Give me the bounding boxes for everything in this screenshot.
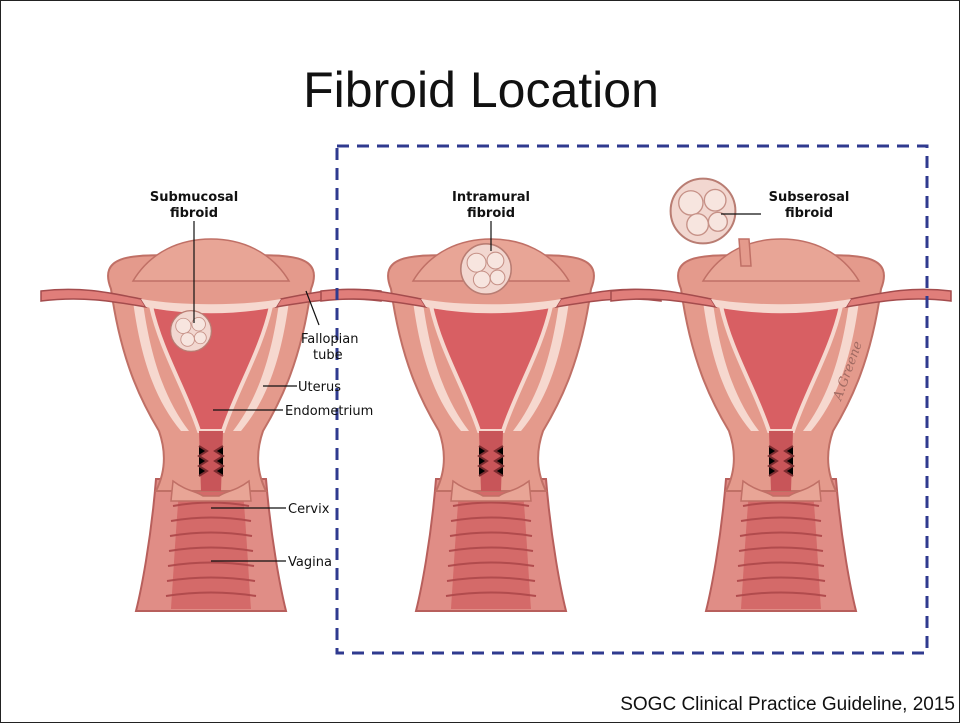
fallopian-label-1: Fallopian (301, 332, 359, 347)
subserosal-label-2: fibroid (785, 206, 833, 221)
intramural-label-1: Intramural (452, 190, 530, 205)
submucosal-label-2: fibroid (170, 206, 218, 221)
citation: SOGC Clinical Practice Guideline, 2015 (620, 694, 955, 716)
fallopian-label-2: tube (313, 348, 343, 363)
uterus-label: Uterus (298, 380, 341, 395)
subserosal-label-1: Subserosal (769, 190, 850, 205)
intramural-label-2: fibroid (467, 206, 515, 221)
uterus-intramural (321, 239, 661, 611)
endometrium-label: Endometrium (285, 404, 373, 419)
subserosal-fibroid-shape (671, 179, 736, 244)
submucosal-fibroid-shape (171, 311, 212, 352)
uterus-subserosal: A.Greene (611, 179, 951, 611)
vagina-label: Vagina (288, 555, 332, 570)
intramural-fibroid-shape (461, 244, 511, 294)
submucosal-label-1: Submucosal (150, 190, 238, 205)
cervix-label: Cervix (288, 502, 330, 517)
